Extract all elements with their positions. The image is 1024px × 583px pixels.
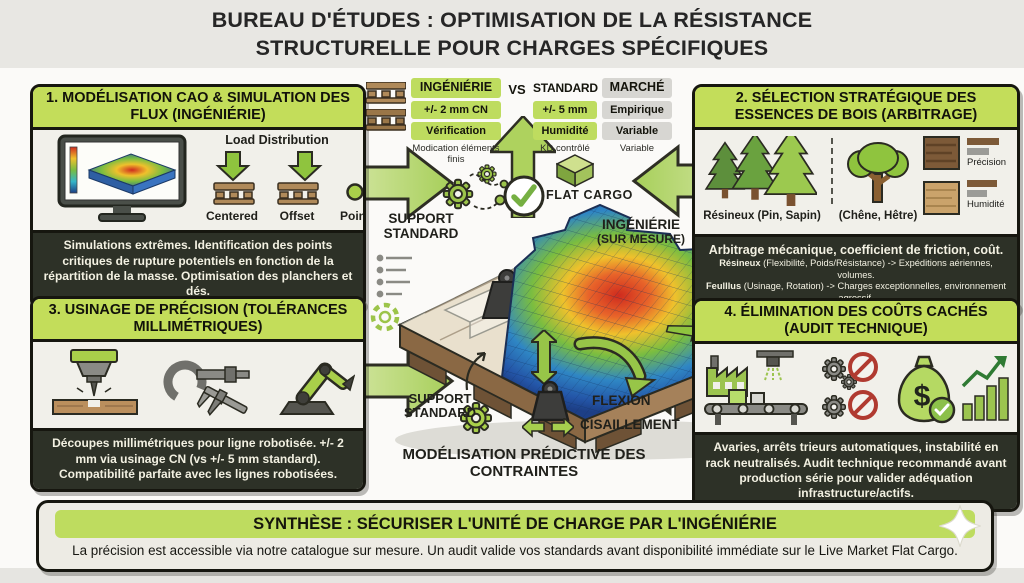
panel1-body: Load Distribution Centered Offset Point (33, 130, 366, 231)
micrometer-caliper-icon (163, 360, 250, 417)
synthesis-box: SYNTHÈSE : SÉCURISER L'UNITÉ DE CHARGE P… (36, 500, 994, 572)
panel3-footer-text: Découpes millimétriques pour ligne robot… (33, 428, 363, 490)
comparison-col-market: MARCHÉ Empirique Variable Variable (602, 78, 672, 165)
flexion-label: FLEXION (592, 393, 651, 408)
pine-trees-icon (705, 136, 817, 207)
robot-arm-icon (279, 362, 355, 416)
load-type-centered-label: Centered (205, 209, 258, 224)
dashed-gear-icon (370, 302, 400, 332)
no-jam-gears-icon (822, 352, 878, 421)
softwood-label: Résineux (Pin, Sapin) (703, 210, 821, 223)
arrow-up-icon (490, 116, 556, 218)
support-standard-bottom-label: SUPPORT STANDARD (404, 391, 476, 421)
bar (967, 148, 989, 156)
vs-label: VS (508, 82, 526, 97)
comparison-chip: +/- 2 mm CN (411, 100, 501, 119)
comparison-chip: Humidité (533, 122, 597, 141)
bar (967, 138, 999, 146)
process-gears-icon (442, 164, 509, 210)
bar (967, 180, 997, 188)
weight-icon (530, 380, 570, 422)
comparison-table: INGÉNIÉRIE +/- 2 mm CN Vérification Modi… (366, 78, 678, 165)
metric-humidity-label: Humidité (967, 199, 1005, 211)
page-title-line1: BUREAU D'ÉTUDES : OPTIMISATION DE LA RÉS… (211, 8, 813, 32)
synthesis-body-text: La précision est accessible via notre ca… (72, 543, 958, 558)
comparison-note: Variable (619, 142, 655, 154)
money-bag-icon: $ (897, 355, 956, 424)
pallet-centered-load-icon (213, 151, 255, 205)
panel-hidden-costs: 4. ÉLIMINATION DES COÛTS CACHÉS (AUDIT T… (692, 298, 1020, 512)
synthesis-headline: SYNTHÈSE : SÉCURISER L'UNITÉ DE CHARGE P… (55, 510, 975, 538)
pallet-offset-load-icon (277, 151, 323, 205)
panel3-title: 3. USINAGE DE PRÉCISION (TOLÉRANCES MILL… (33, 299, 363, 343)
panel2-title: 2. SÉLECTION STRATÉGIQUE DES ESSENCES DE… (695, 87, 1017, 131)
wood-texture-samples-icon (923, 136, 960, 216)
load-type-offset-label: Offset (279, 209, 315, 224)
flat-cargo-label: FLAT CARGO (546, 188, 634, 202)
comparison-chip: Variable (602, 121, 672, 140)
cisaillement-label: CISAILLEMENT (580, 417, 680, 432)
panel4-footer-text: Avaries, arrêts trieurs automatiques, in… (695, 432, 1017, 509)
panel1-title: 1. MODÉLISATION CAO & SIMULATION DES FLU… (33, 87, 363, 131)
cnc-drill-icon (52, 349, 138, 416)
comparison-col-standard: STANDARD +/- 5 mm Humidité KD contrôlé (533, 78, 598, 165)
comparison-col-engineering: INGÉNIÉRIE +/- 2 mm CN Vérification Modi… (411, 78, 501, 165)
oak-tree-icon (847, 142, 909, 204)
shear-arrows-icon (522, 418, 574, 438)
panel3-body (33, 342, 363, 429)
engineering-header-chip: INGÉNIÉRIE (411, 78, 501, 98)
divider (831, 138, 833, 205)
comparison-chip: Empirique (602, 100, 672, 119)
bar (967, 190, 987, 198)
monitor-heatmap-icon (57, 134, 187, 223)
panel2-footer-line2: Résineux (Flexibilité, Poids/Résistance)… (719, 258, 993, 280)
title-band: BUREAU D'ÉTUDES : OPTIMISATION DE LA RÉS… (0, 0, 1024, 68)
panel4-body: $ (695, 344, 1017, 433)
flat-cargo-cube-icon (556, 154, 594, 188)
validation-check-icon (503, 175, 545, 217)
comparison-chip: Vérification (411, 121, 501, 140)
metric-precision-label: Précision (967, 157, 1007, 169)
point-load-icon (346, 183, 363, 201)
comparison-chip: +/- 5 mm (533, 101, 597, 120)
flexion-arrow-icon (573, 336, 657, 398)
load-type-point-label: Point (340, 209, 366, 224)
pointer-arrow-icon (465, 351, 487, 391)
panel2-body: Résineux (Pin, Sapin) (Chêne, Hêtre) Pré… (695, 130, 1017, 235)
panel4-title: 4. ÉLIMINATION DES COÛTS CACHÉS (AUDIT T… (695, 301, 1017, 345)
panel-wood-selection: 2. SÉLECTION STRATÉGIQUE DES ESSENCES DE… (692, 84, 1020, 315)
panel1-footer-text: Simulations extrêmes. Identification des… (33, 230, 363, 307)
load-distribution-label: Load Distribution (225, 133, 329, 148)
mini-pallets-icon (366, 78, 406, 165)
panel-precision-machining: 3. USINAGE DE PRÉCISION (TOLÉRANCES MILL… (30, 296, 366, 493)
standard-header: STANDARD (533, 81, 598, 95)
comparison-note: KD contrôlé (540, 143, 590, 155)
support-standard-top-label: SUPPORT STANDARD (383, 211, 459, 241)
vertical-stress-arrow-icon (531, 330, 557, 384)
hardwood-label: (Chêne, Hêtre) (838, 210, 918, 223)
market-header-chip: MARCHÉ (602, 78, 672, 98)
panel2-footer-line1: Arbitrage mécanique, coefficient de fric… (708, 243, 1004, 258)
svg-text:$: $ (914, 380, 931, 413)
spec-checklist-icon (376, 254, 412, 298)
panel-cad-simulation: 1. MODÉLISATION CAO & SIMULATION DES FLU… (30, 84, 366, 310)
page-title-line2: STRUCTURELLE POUR CHARGES SPÉCIFIQUES (255, 35, 769, 60)
comparison-note: Modication éléments finis (412, 142, 500, 165)
growth-chart-icon (961, 356, 1009, 421)
sparkle-icon (939, 505, 981, 547)
engineering-custom-label: INGÉNIÉRIE (SUR MESURE) (596, 217, 685, 246)
factory-conveyor-icon (704, 350, 808, 426)
predictive-modeling-label: MODÉLISATION PRÉDICTIVE DES CONTRAINTES (402, 446, 646, 481)
